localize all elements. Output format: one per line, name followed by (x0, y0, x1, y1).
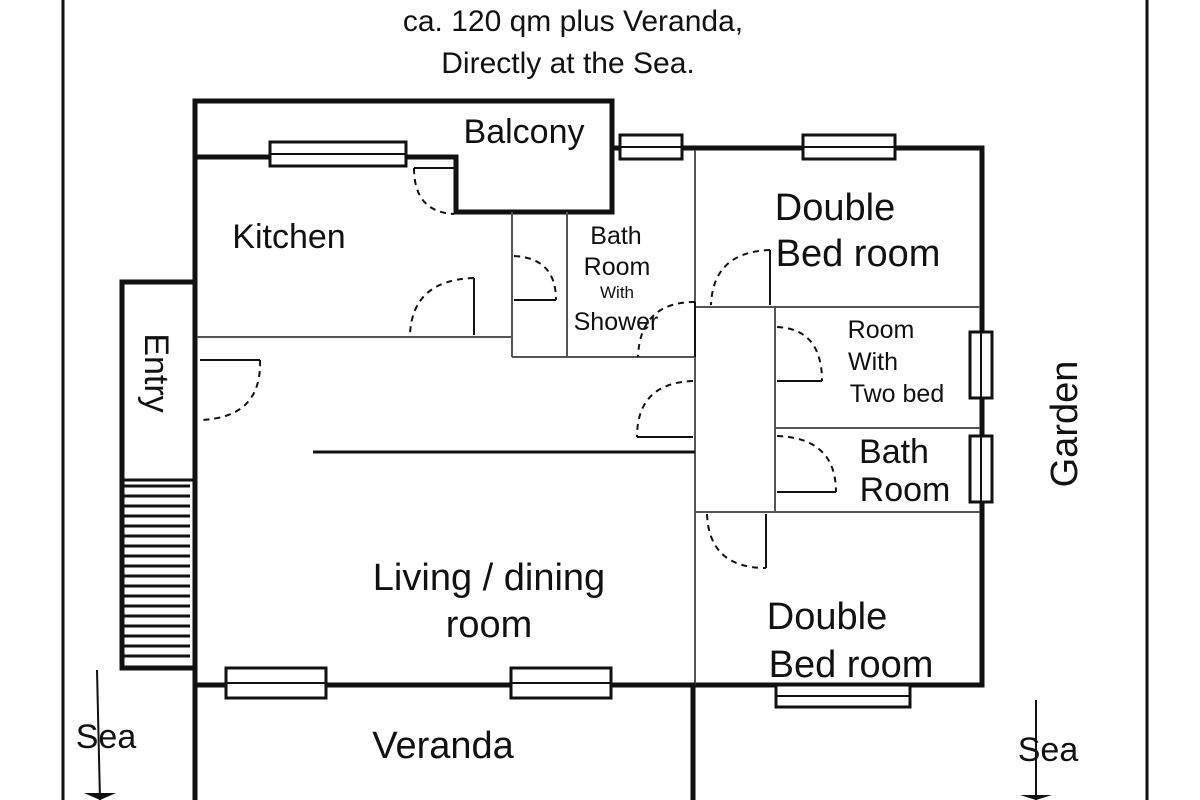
label-garden: Garden (1044, 361, 1086, 488)
sea-arrow-right (1020, 700, 1052, 800)
label-bath-shower-3: With (600, 283, 634, 302)
label-double-bed-top-1: Double (775, 187, 895, 229)
label-bath-right-2: Room (860, 471, 951, 509)
label-living-1: Living / dining (373, 557, 605, 599)
wall-top-left (192, 98, 615, 688)
window-kitchen (268, 140, 408, 168)
window-bath-top (618, 133, 684, 161)
label-two-bed-3: Two bed (850, 380, 945, 408)
door-living-hall (636, 380, 694, 438)
label-entry: Entry (137, 333, 175, 412)
entry-stairs (124, 484, 190, 658)
plan-heading-line1: ca. 120 qm plus Veranda, (403, 5, 743, 38)
window-double-bed-bottom (774, 683, 912, 709)
label-double-bed-bottom-1: Double (767, 596, 887, 638)
label-bath-shower-2: Room (584, 253, 651, 281)
door-kitchen (409, 277, 475, 336)
plan-heading-line2: Directly at the Sea. (441, 47, 694, 80)
window-bath-right (968, 434, 994, 504)
label-bath-shower-4: Shower (574, 308, 659, 336)
window-two-bed (968, 330, 994, 400)
label-sea-right: Sea (1018, 731, 1079, 769)
door-bath-right (776, 435, 837, 493)
door-balcony (413, 167, 455, 215)
label-veranda: Veranda (372, 725, 514, 767)
label-bath-right-1: Bath (859, 433, 929, 471)
label-double-bed-bottom-2: Bed room (769, 644, 934, 686)
door-double-bed-bottom (706, 513, 767, 569)
label-kitchen: Kitchen (232, 218, 345, 256)
door-entry (199, 359, 262, 421)
label-double-bed-top-2: Bed room (776, 233, 941, 275)
sea-arrow-left (84, 669, 116, 800)
door-double-bed-top (710, 249, 771, 306)
window-living-left (224, 666, 328, 700)
label-bath-shower-1: Bath (590, 222, 641, 250)
window-living-right (509, 666, 613, 700)
label-two-bed-1: Room (848, 316, 915, 344)
window-double-bed-top (801, 133, 897, 161)
door-bath-shower (513, 255, 557, 301)
door-bath-hall (637, 301, 696, 358)
label-balcony: Balcony (464, 113, 585, 151)
label-living-2: room (446, 604, 533, 646)
wall-entry (119, 279, 198, 671)
label-two-bed-2: With (848, 348, 898, 376)
door-two-bed (776, 326, 823, 382)
wall-balcony-inner (453, 145, 615, 215)
label-sea-left: Sea (76, 718, 137, 756)
